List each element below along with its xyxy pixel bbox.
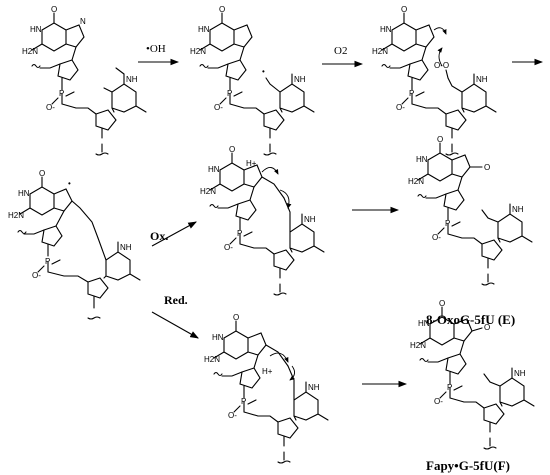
atom-o-minus: O- [434,397,443,406]
atom-nh: NH [512,205,524,214]
atom-hn: HN [30,25,42,34]
atom-o: O [219,5,225,14]
atom-nh: NH [476,75,488,84]
atom-n: N [80,17,86,26]
atom-hn: HN [198,25,210,34]
atom-o-formyl: O [484,323,490,332]
atom-hn: HN [418,319,430,328]
atom-hn: HN [18,189,30,198]
atom-p: P [237,229,242,238]
atom-p: P [59,89,64,98]
atom-o-minus: O- [46,103,55,112]
atom-o: O [437,135,443,144]
reagent-ox: Ox. [150,229,168,243]
structure-fapy-product: O O HN H2N P O- NH [410,299,535,450]
atom-h2n: H2N [372,47,388,56]
atom-nh: NH [304,215,316,224]
atom-p: P [241,397,246,406]
atom-o-minus: O- [224,243,233,252]
atom-h2n: H2N [408,177,424,186]
structure-reduction-intermediate: H+ O HN H2N P O- NH [204,313,329,464]
arrow-reduction: Red. [151,293,199,339]
structure-oxog-product: O O HN H2N P O- NH [408,135,533,286]
atom-o: O [439,299,445,308]
atom-o-minus: O- [32,271,41,280]
atom-o: O [39,169,45,178]
atom-o: O [401,5,407,14]
atom-hn: HN [380,25,392,34]
structure-dinucleotide-start: O HN H2N N P O- NH [22,5,147,156]
atom-o: O [51,5,57,14]
atom-o-oxo: O [484,163,490,172]
arrow-oxygen: O2 [322,45,364,68]
atom-h2n: H2N [200,187,216,196]
product-label-f: Fapy•G-5fU(F) [426,458,510,473]
reagent-red: Red. [164,293,188,307]
atom-nh: NH [308,383,320,392]
atom-p: P [227,89,232,98]
atom-nh: NH [126,75,138,84]
atom-nh: NH [294,75,306,84]
atom-p: P [45,257,50,266]
reagent-hydroxyl: •OH [146,43,166,55]
structure-oxidation-intermediate: H+ O HN H2N P O- NH [200,145,325,296]
arrow-hydroxyl-radical: •OH [138,43,180,66]
atom-o-minus: O- [396,103,405,112]
atom-hn: HN [416,155,428,164]
atom-p: P [447,383,452,392]
structure-cyclic-intermediate: • O HN H2N P O- NH [8,169,141,320]
atom-o-minus: O- [432,233,441,242]
atom-h2n: H2N [22,47,38,56]
radical-dot: • [68,179,71,188]
atom-o-minus: O- [228,411,237,420]
atom-h2n: H2N [204,355,220,364]
structure-peroxyl: O-O O HN H2N P O- NH [372,5,497,156]
atom-o: O [229,145,235,154]
radical-dot: • [262,67,265,76]
atom-o: O [233,313,239,322]
product-label-e: 8-OxoG-5fU (E) [426,312,515,327]
arrow-oxidation: Ox. [150,221,197,247]
atom-nh: NH [514,369,526,378]
atom-h2n: H2N [8,211,24,220]
atom-h2n: H2N [410,341,426,350]
atom-h2n: H2N [190,47,206,56]
reagent-o2: O2 [334,45,347,57]
structure-methyl-radical: • O HN H2N P O- NH [190,5,315,156]
atom-p: P [445,219,450,228]
atom-hn: HN [212,333,224,342]
atom-h-plus: H+ [262,367,273,376]
atom-nh: NH [120,243,132,252]
atom-h-plus: H+ [246,159,257,168]
atom-hn: HN [208,165,220,174]
atom-oo: O-O [434,61,449,70]
atom-p: P [409,89,414,98]
atom-o-minus: O- [214,103,223,112]
